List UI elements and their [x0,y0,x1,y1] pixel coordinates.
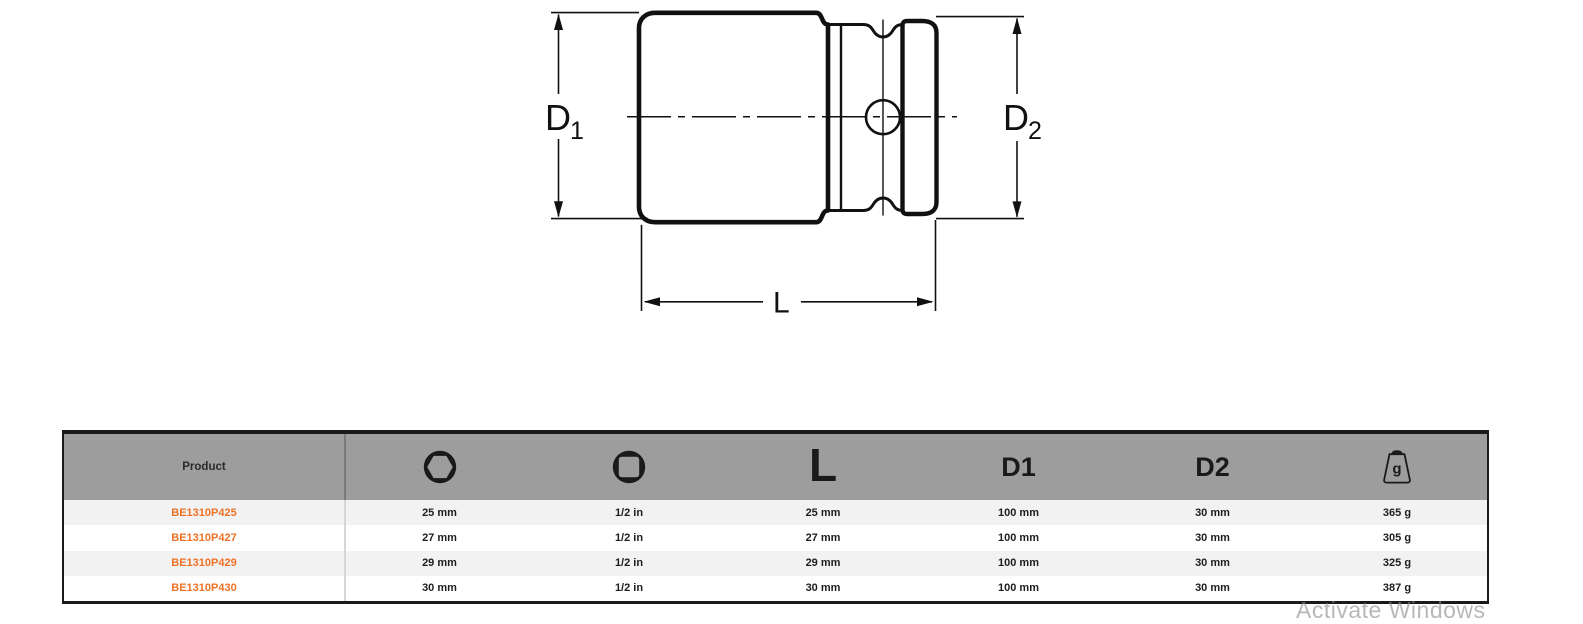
d2-label-sub: 2 [1028,117,1042,145]
d2-arrow-down [1012,201,1022,218]
d2-value: 30 mm [1195,557,1230,570]
weight-value: 325 g [1382,557,1412,570]
hex-size-value: 25 mm [422,506,457,519]
d1-header-label: D1 [1001,451,1036,482]
product-link[interactable]: BE1310P429 [171,557,237,570]
table-row: BE1310P429 29 mm 1/2 in 29 mm 100 mm 30 … [64,550,1487,576]
weight-value: 305 g [1382,531,1412,544]
table-row: BE1310P427 27 mm 1/2 in 27 mm 100 mm 30 … [64,525,1487,551]
d1-arrow-up [554,13,563,31]
square-drive-icon [612,450,646,484]
d1-value: 100 mm [998,531,1039,544]
drive-size-value: 1/2 in [614,506,644,519]
hex-socket-icon [423,450,456,484]
weight-unit-label: g [1392,461,1401,478]
d2-value: 30 mm [1195,582,1230,595]
d1-label: D [545,97,571,138]
header-d2: D2 [1116,434,1309,500]
header-weight: g [1309,434,1485,500]
hex-size-value: 30 mm [422,582,457,595]
weight-value: 365 g [1382,506,1412,519]
d2-header-label: D2 [1195,451,1230,482]
weight-value: 387 g [1382,582,1412,595]
hex-size-value: 27 mm [422,531,457,544]
d2-label: D [1003,97,1029,138]
d1-label-sub: 1 [570,117,584,145]
drive-end-outline [900,18,939,217]
product-link[interactable]: BE1310P425 [171,506,237,519]
product-link[interactable]: BE1310P430 [171,582,237,595]
d1-value: 100 mm [998,557,1039,570]
header-d1: D1 [921,434,1116,500]
socket-body-outline [636,10,831,225]
l-arrow-left [643,297,660,307]
spec-table-header: Product L D1 D2 g [64,434,1487,500]
length-value: 29 mm [805,557,841,570]
product-spec-table: Product L D1 D2 g [62,430,1489,604]
length-value: 25 mm [805,506,841,519]
drive-size-value: 1/2 in [614,582,644,595]
l-label: L [773,287,790,320]
header-product: Product [64,434,346,500]
length-value: 30 mm [805,582,841,595]
header-square-drive [533,434,725,500]
d2-arrow-up [1012,17,1022,34]
length-header-label: L [808,439,838,491]
product-link[interactable]: BE1310P427 [171,531,237,544]
d2-value: 30 mm [1195,531,1230,544]
length-value: 27 mm [805,531,841,544]
header-hex-size [346,434,533,500]
drive-size-value: 1/2 in [614,531,644,544]
socket-technical-drawing: D 1 D 2 L [545,10,1042,320]
product-header-label: Product [182,461,226,473]
table-row: BE1310P430 30 mm 1/2 in 30 mm 100 mm 30 … [64,575,1487,601]
drive-size-value: 1/2 in [614,557,644,570]
d1-value: 100 mm [998,506,1039,519]
weight-icon: g [1383,450,1411,484]
header-length: L [725,434,921,500]
d1-value: 100 mm [998,582,1039,595]
l-arrow-right [917,297,934,307]
hex-size-value: 29 mm [422,557,457,570]
d1-arrow-down [554,201,563,218]
d2-value: 30 mm [1195,506,1230,519]
table-row: BE1310P425 25 mm 1/2 in 25 mm 100 mm 30 … [64,500,1487,526]
